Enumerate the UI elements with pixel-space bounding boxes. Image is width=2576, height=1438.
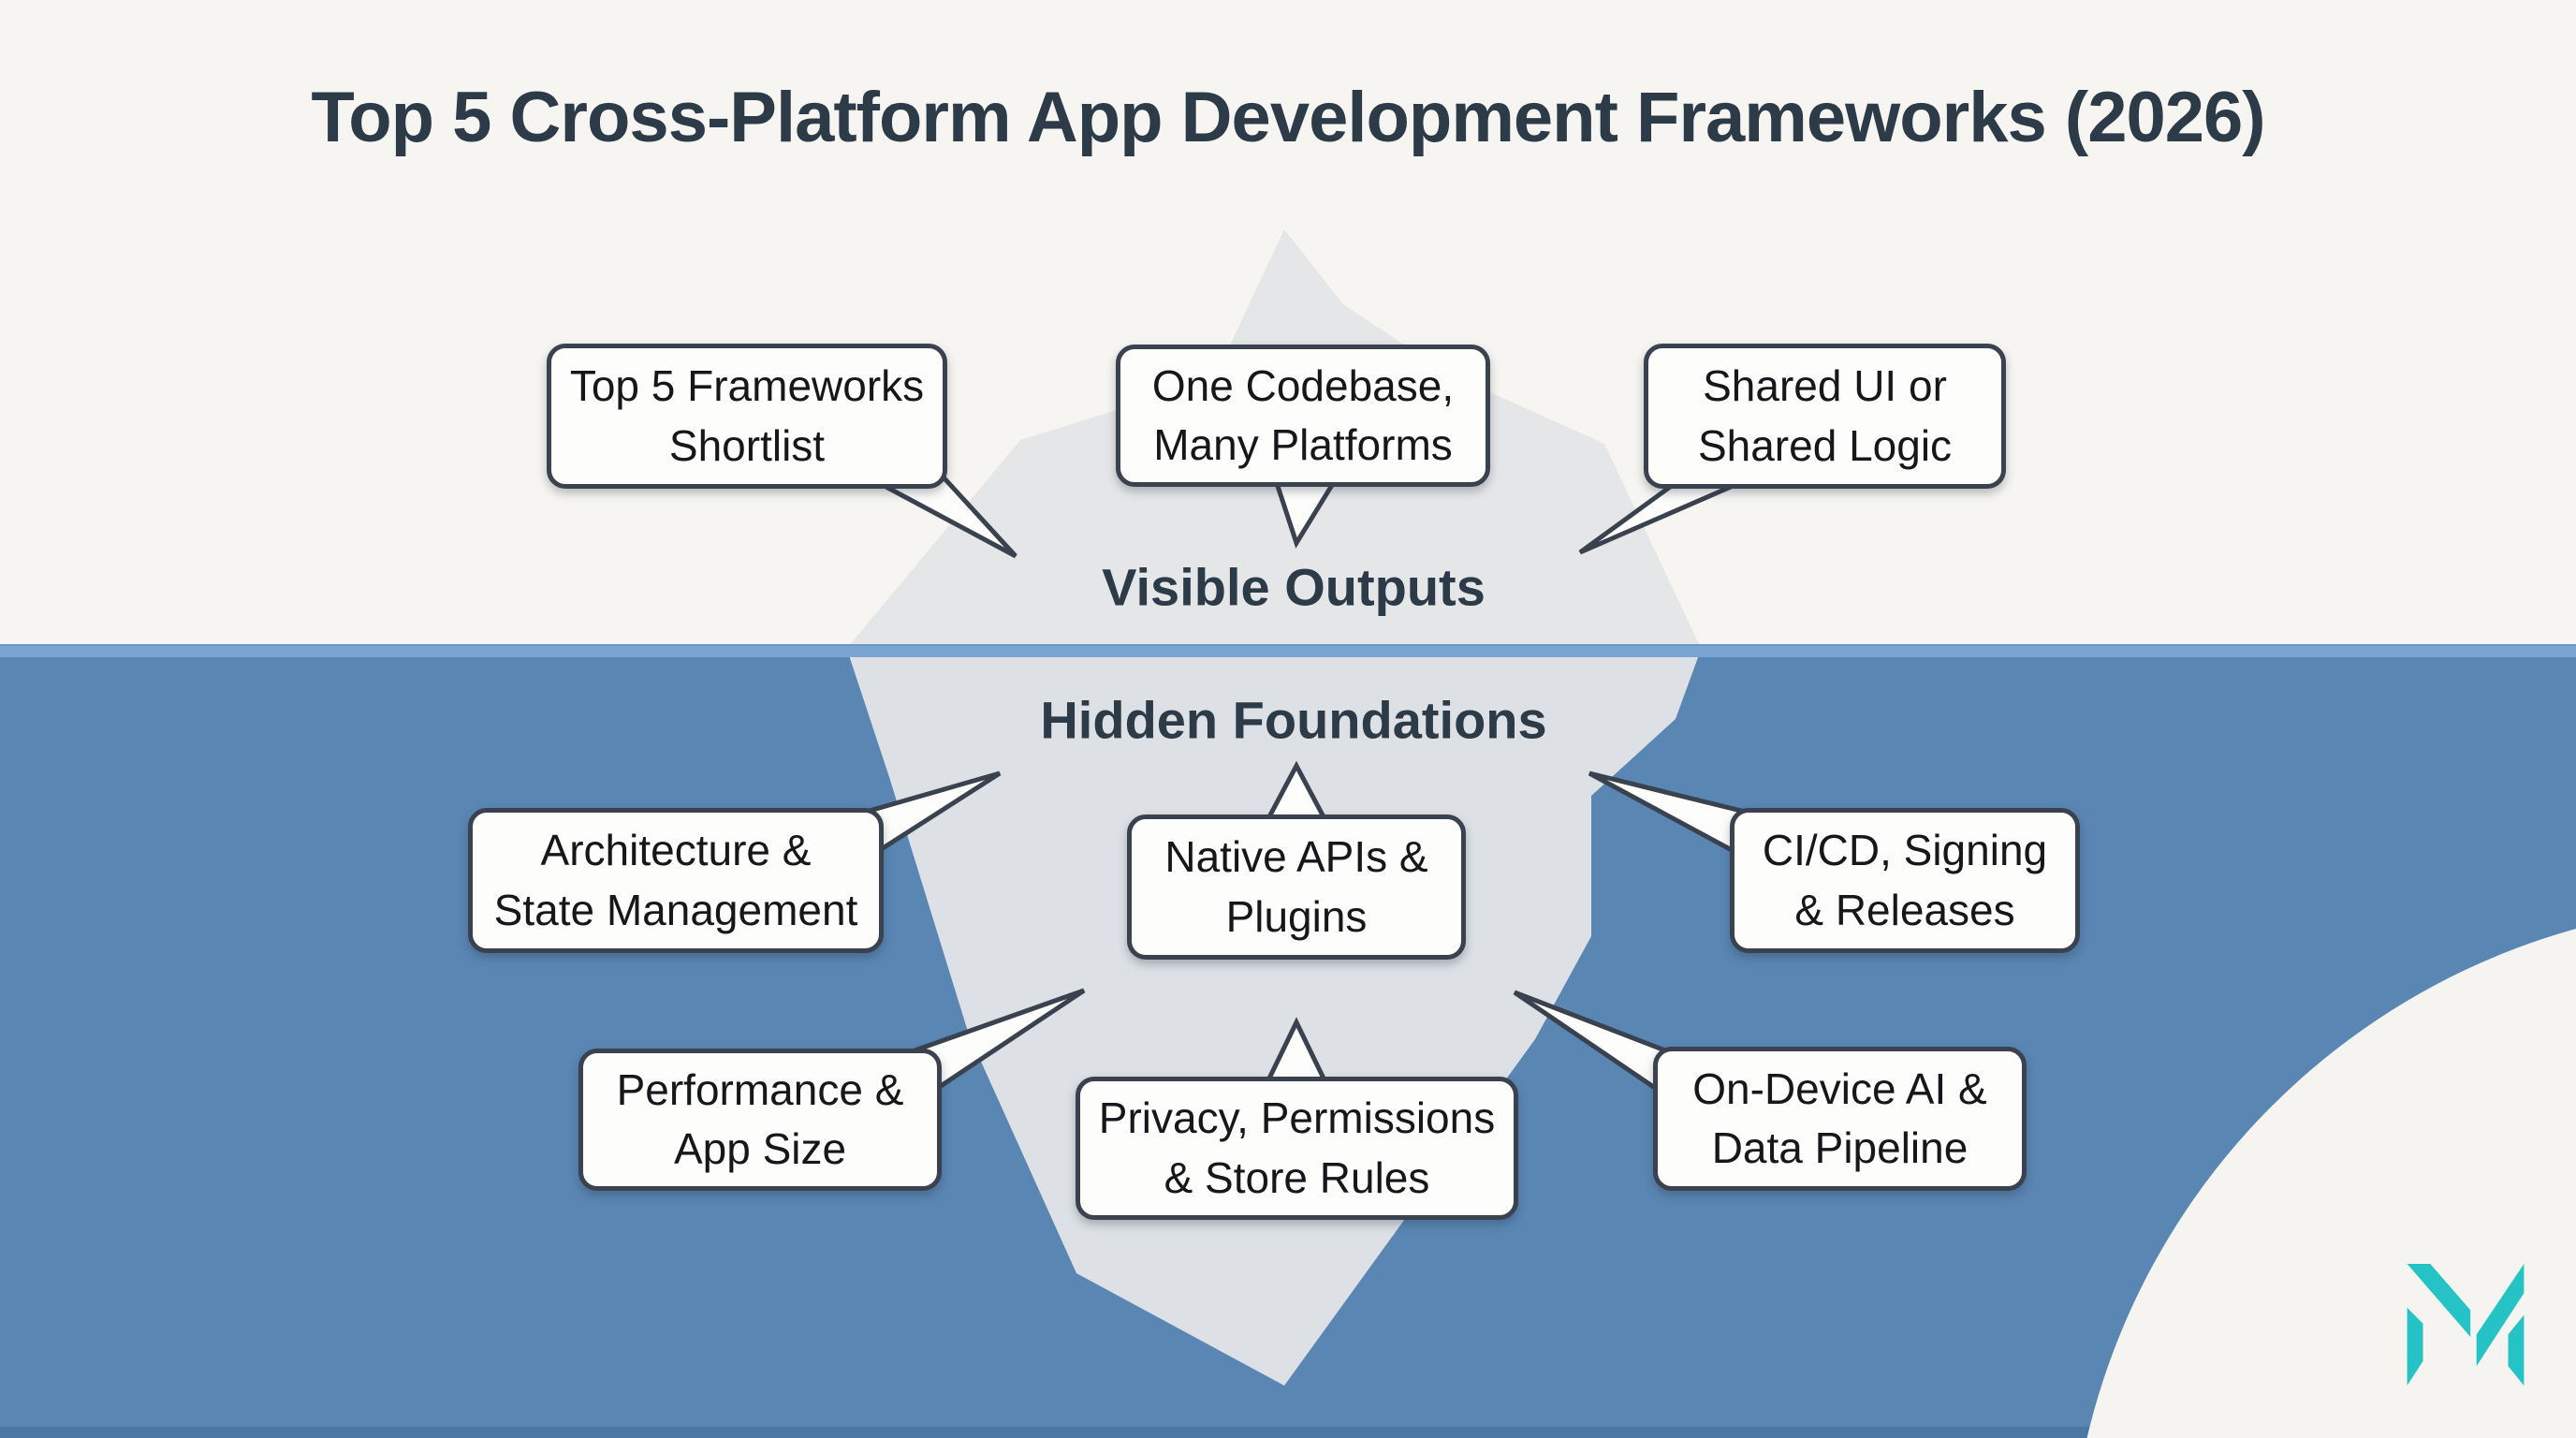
callout-shared-ui-or-shared-logic: Shared UI or Shared Logic (1644, 344, 2006, 489)
callout-text-line: Performance & (616, 1064, 904, 1114)
callout-architecture-state-management: Architecture & State Management (468, 808, 884, 953)
callout-text-line: App Size (673, 1124, 847, 1173)
callout-text-line: Shortlist (668, 420, 826, 470)
callout-text-line: Shared UI or (1703, 361, 1947, 411)
water-surface-line (0, 644, 2576, 657)
callout-cicd-signing-releases: CI/CD, Signing & Releases (1730, 808, 2080, 953)
m-logo-icon (2407, 1264, 2525, 1386)
callout-one-codebase-many-platforms: One Codebase, Many Platforms (1116, 345, 1490, 487)
callout-text-line: Architecture & (540, 826, 812, 875)
callout-performance-app-size: Performance & App Size (578, 1049, 942, 1191)
callout-privacy-permissions-store-rules: Privacy, Permissions & Store Rules (1076, 1077, 1518, 1220)
callout-text-line: Many Platforms (1153, 420, 1453, 469)
callout-tail-mid-right (1588, 770, 1752, 854)
callout-text-line: Native APIs & (1164, 832, 1428, 882)
page-title: Top 5 Cross-Platform App Development Fra… (311, 78, 2265, 157)
callout-text-line: CI/CD, Signing (1762, 826, 2048, 875)
callout-text-line: & Store Rules (1164, 1152, 1430, 1202)
callout-on-device-ai-data-pipeline: On-Device AI & Data Pipeline (1653, 1047, 2027, 1191)
callout-text-line: One Codebase, (1151, 360, 1455, 410)
callout-text-line: Top 5 Frameworks (569, 361, 925, 411)
callout-native-apis-plugins: Native APIs & Plugins (1127, 814, 1466, 960)
callout-text-line: Data Pipeline (1711, 1123, 1969, 1172)
callout-text-line: Plugins (1225, 891, 1368, 941)
callout-top-5-frameworks-shortlist: Top 5 Frameworks Shortlist (547, 344, 947, 489)
callout-text-line: On-Device AI & (1692, 1064, 1987, 1113)
callout-tail-bottom-right (1513, 990, 1674, 1092)
callout-text-line: Privacy, Permissions (1098, 1093, 1496, 1143)
water-bottom-shade (0, 1427, 2576, 1438)
callout-text-line: State Management (493, 885, 858, 934)
iceberg-below-shape (847, 650, 1701, 1386)
callout-text-line: Shared Logic (1697, 420, 1953, 470)
zone-label-visible-outputs: Visible Outputs (1102, 557, 1486, 617)
callout-text-line: & Releases (1794, 885, 2015, 934)
zone-label-hidden-foundations: Hidden Foundations (1040, 690, 1547, 750)
